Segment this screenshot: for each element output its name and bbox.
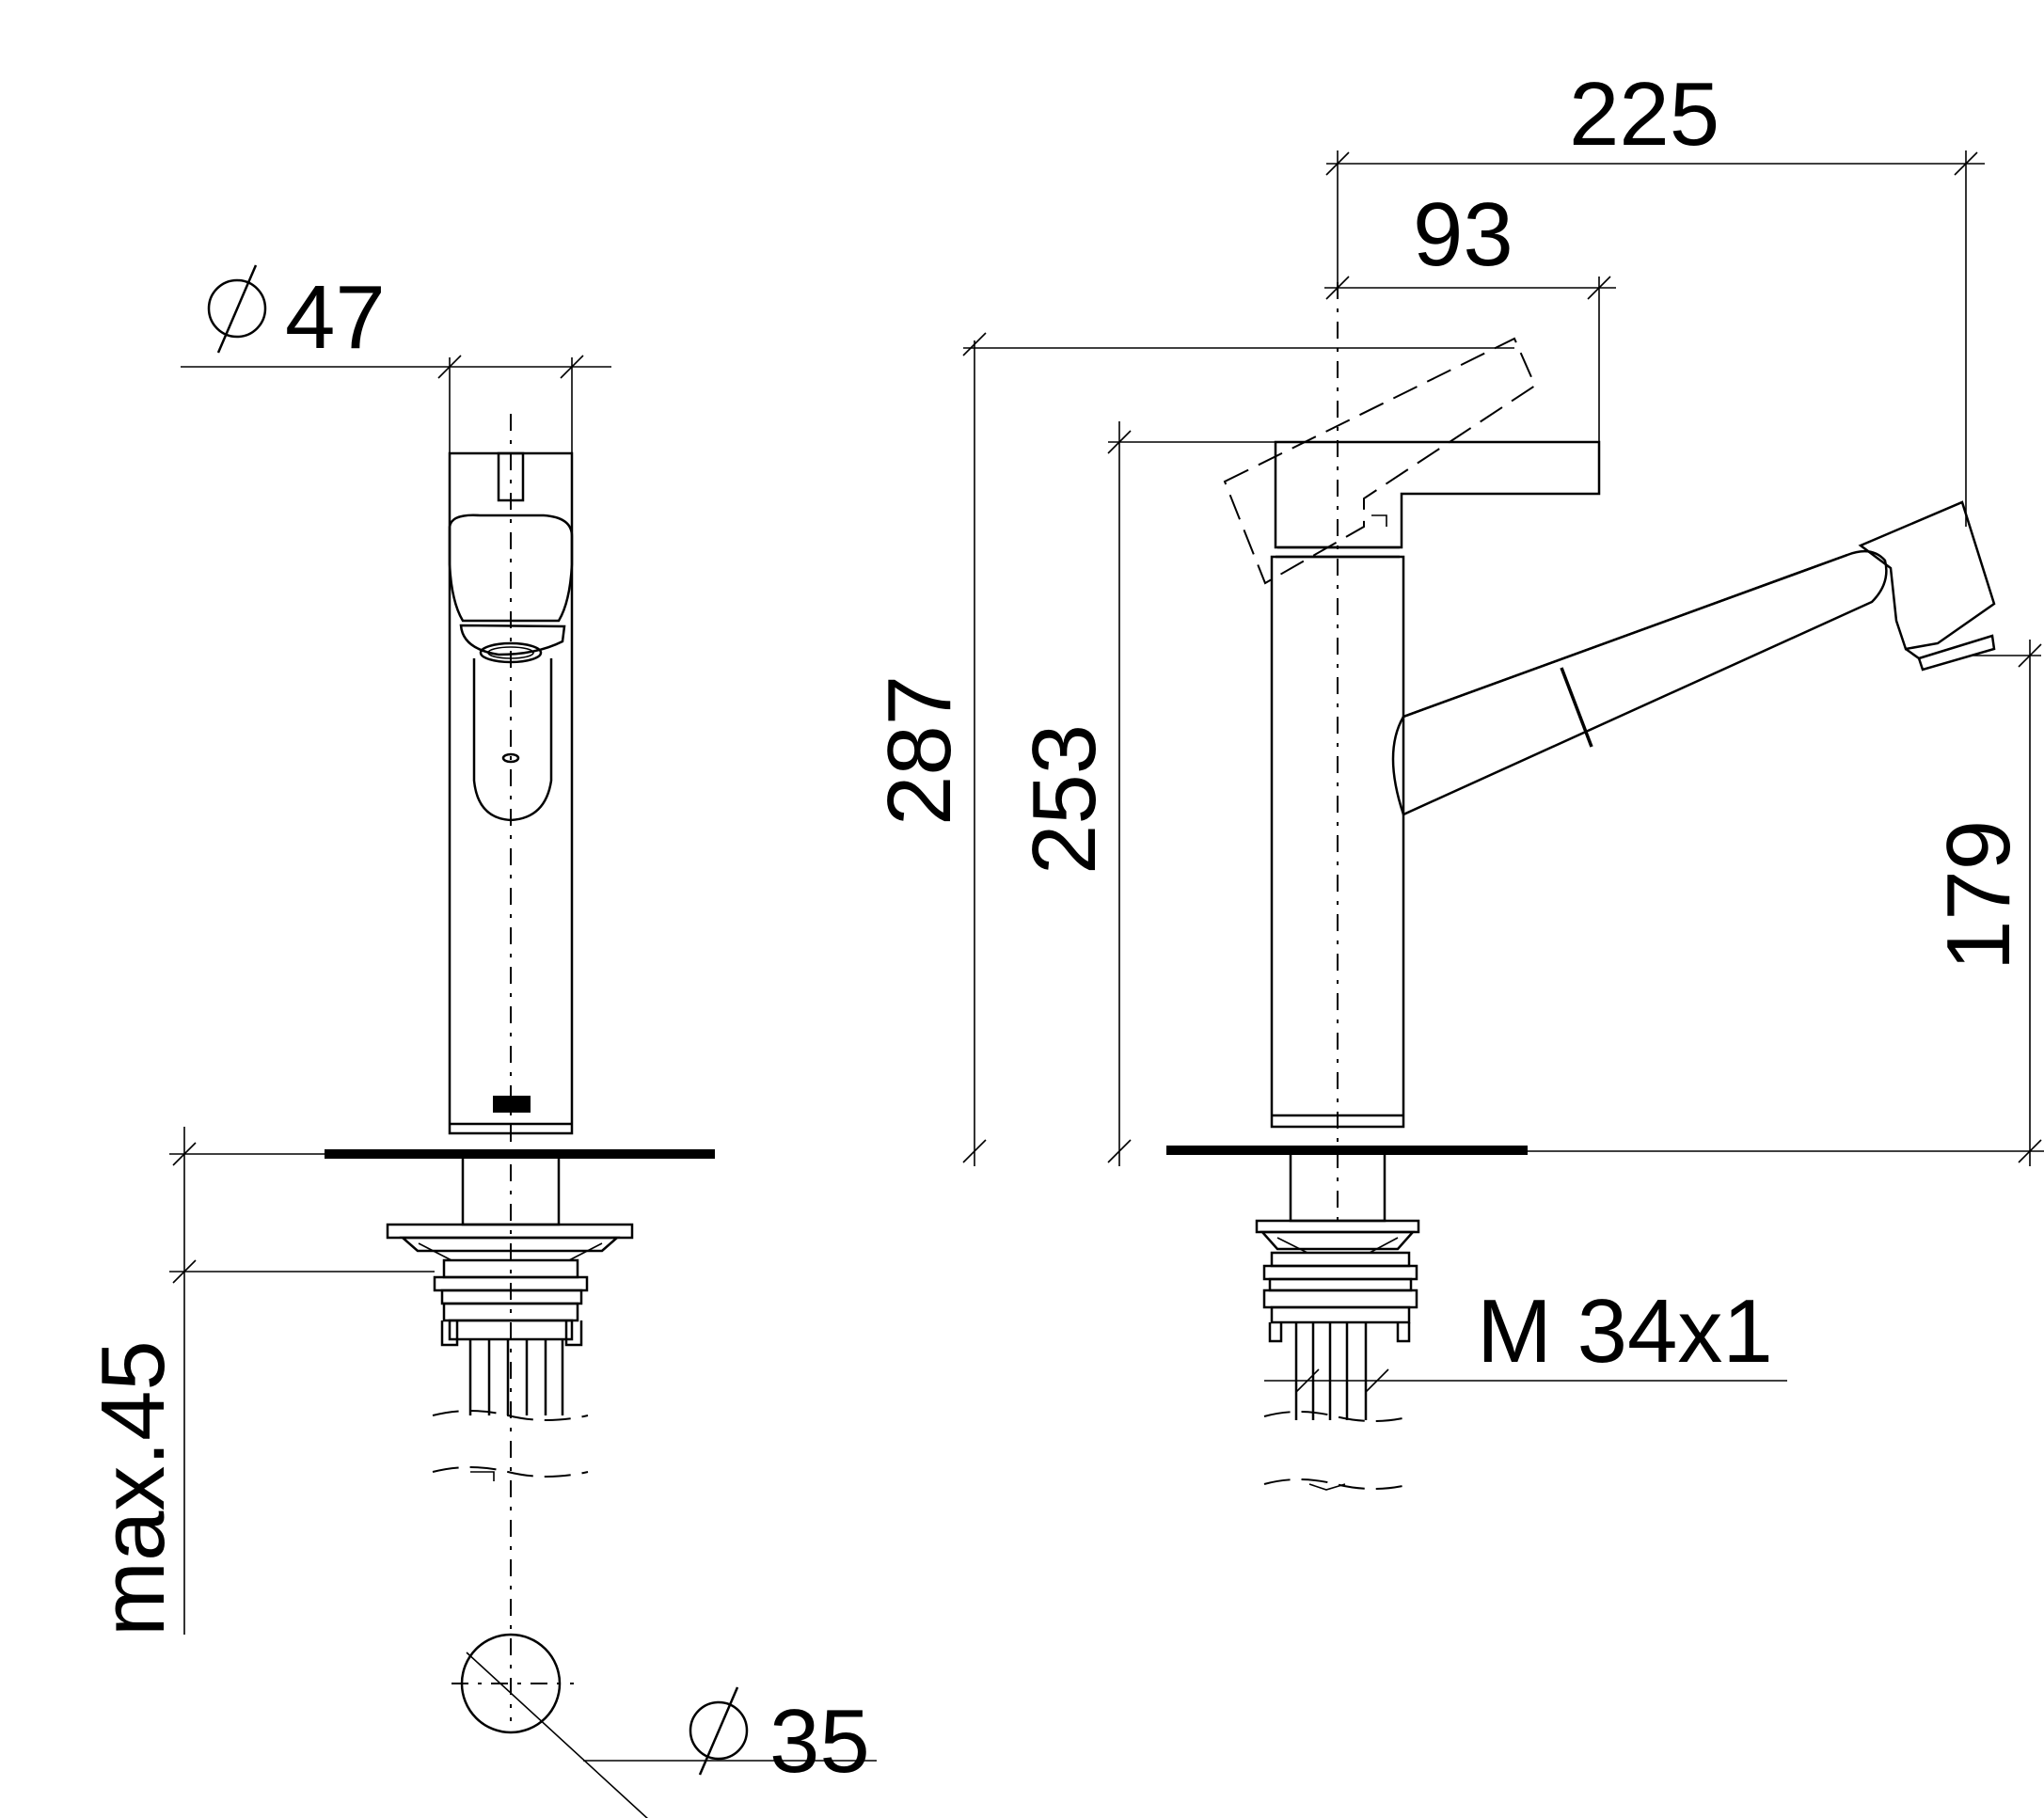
front-view (325, 414, 715, 1818)
dimension-179: 179 (1528, 640, 2044, 1166)
dim-label-35: 35 (769, 1691, 870, 1792)
dim-label-max45: max.45 (83, 1340, 183, 1636)
dimension-93: 93 (1324, 184, 1616, 442)
dimension-thread: M 34x1 (1264, 1281, 1787, 1393)
dim-label-225: 225 (1569, 64, 1719, 165)
countertop-side (1166, 1146, 1528, 1155)
dim-label-179: 179 (1928, 820, 2029, 971)
dimension-287: 287 (869, 332, 1514, 1166)
diameter-symbol (207, 278, 267, 339)
dim-label-287: 287 (869, 675, 970, 826)
dimension-diameter-47: 47 (181, 264, 611, 453)
dim-label-253: 253 (1014, 724, 1115, 875)
dimension-225: 225 (1325, 64, 1985, 527)
dimension-max-45: max.45 (83, 1127, 435, 1636)
dimension-253: 253 (1014, 421, 1276, 1166)
countertop-front (325, 1149, 715, 1159)
dim-label-93: 93 (1413, 184, 1513, 285)
dimension-diameter-35: 35 (583, 1686, 877, 1792)
dim-label-thread: M 34x1 (1477, 1281, 1773, 1382)
dim-label-47: 47 (285, 267, 386, 368)
